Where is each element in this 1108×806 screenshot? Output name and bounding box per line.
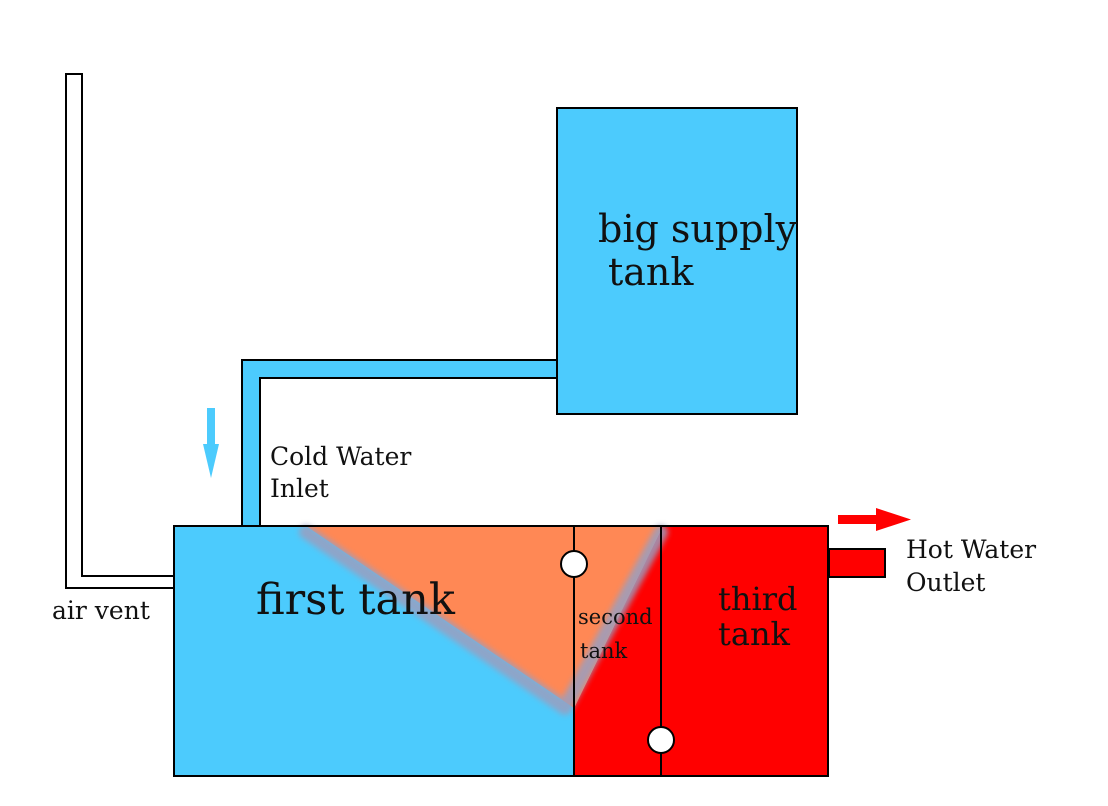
flow-hole-upper <box>560 550 588 578</box>
hot-water-outlet-label-line1: Hot Water <box>906 535 1036 564</box>
arrow-right-icon <box>838 508 911 531</box>
hot-water-outlet-label-line2: Outlet <box>906 568 985 597</box>
second-tank-label-line2: tank <box>580 639 627 663</box>
third-tank <box>661 526 828 776</box>
first-tank-label: first tank <box>256 575 456 625</box>
third-tank-label-line2: tank <box>718 615 791 653</box>
air-vent-pipe <box>65 73 175 589</box>
supply-tank-label-line1: big supply <box>598 207 798 251</box>
thermocline-baffle <box>299 525 668 715</box>
arrow-down-icon <box>203 408 219 478</box>
cold-water-inlet-label-line2: Inlet <box>270 474 329 503</box>
air-vent-label: air vent <box>52 596 150 625</box>
big-supply-tank <box>556 107 798 415</box>
hot-water-outlet-pipe <box>828 548 886 578</box>
second-tank-hot <box>574 530 661 776</box>
cold-water-inlet-label-line1: Cold Water <box>270 442 411 471</box>
supply-tank-label-line2: tank <box>608 250 694 294</box>
main-tank-outline <box>173 525 829 777</box>
flow-hole-lower <box>647 726 675 754</box>
second-tank-label-line1: second <box>578 605 653 629</box>
third-tank-label-line1: third <box>718 580 797 618</box>
